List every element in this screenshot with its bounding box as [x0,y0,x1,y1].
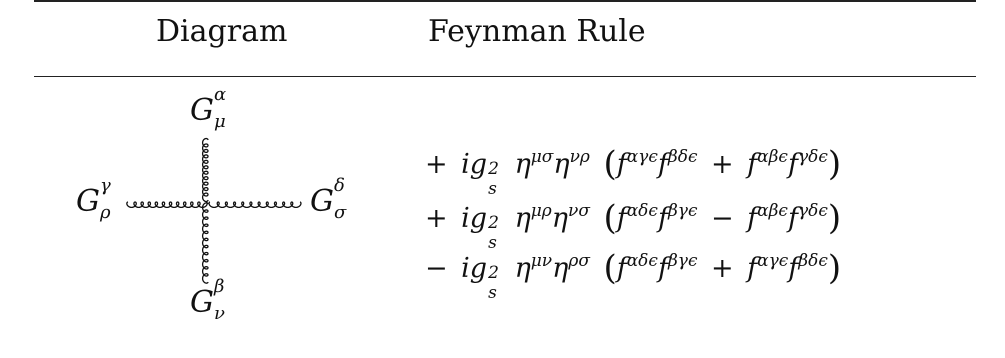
term-sign: − [425,253,448,284]
metric-eta: η [514,253,531,284]
coupling-g: g [469,203,488,234]
close-paren: ) [827,248,842,288]
metric-eta: η [514,149,531,180]
imaginary-unit: i [461,203,470,234]
f-indices: αδϵ [626,201,658,221]
open-paren: ( [603,144,617,184]
structure-constant: f [787,149,798,180]
table-mid-rule [34,76,976,77]
imaginary-unit: i [461,253,470,284]
header-feynman-rule: Feynman Rule [428,14,646,49]
structure-constant: f [616,203,627,234]
term-operator: + [710,253,734,284]
gluon-line-bottom [201,202,209,284]
f-indices: αβϵ [757,201,788,221]
coupling-subscript: s [488,179,497,199]
f-indices: βγϵ [667,201,698,221]
structure-constant: f [616,149,627,180]
f-indices: γδϵ [797,147,828,167]
term-operator: − [710,203,734,234]
eta-indices-2: νρ [569,147,590,167]
metric-eta: η [553,149,570,180]
close-paren: ) [827,144,842,184]
close-paren: ) [827,198,842,238]
f-indices: βγϵ [667,251,698,271]
table-top-rule [34,0,976,2]
structure-constant: f [747,203,758,234]
f-indices: αγϵ [757,251,789,271]
eta-indices-1: μν [530,251,553,271]
gluon-line-top [201,137,209,203]
metric-eta: η [552,253,569,284]
structure-constant: f [747,149,758,180]
f-indices: αβϵ [757,147,788,167]
eta-indices-2: νσ [567,201,590,221]
structure-constant: f [616,253,627,284]
structure-constant: f [787,203,798,234]
structure-constant: f [788,253,799,284]
structure-constant: f [657,253,668,284]
coupling-subscript: s [488,283,497,303]
metric-eta: η [551,203,568,234]
imaginary-unit: i [461,149,470,180]
coupling-power: 2 [488,213,499,233]
eta-indices-2: ρσ [568,251,590,271]
eta-indices-1: μσ [530,147,554,167]
structure-constant: f [657,149,668,180]
coupling-g: g [469,149,488,180]
header-diagram: Diagram [156,14,288,49]
coupling-subscript: s [488,233,497,253]
metric-eta: η [514,203,531,234]
f-indices: βδϵ [667,147,698,167]
open-paren: ( [603,248,617,288]
coupling-power: 2 [488,263,499,283]
f-indices: γδϵ [797,201,828,221]
f-indices: βδϵ [798,251,828,271]
term-sign: + [425,203,448,234]
structure-constant: f [657,203,668,234]
f-indices: αδϵ [626,251,658,271]
gluon-line-right [208,201,302,209]
coupling-power: 2 [488,159,499,179]
four-gluon-vertex-diagram [126,137,302,284]
f-indices: αγϵ [626,147,658,167]
coupling-g: g [469,253,488,284]
term-sign: + [425,149,448,180]
open-paren: ( [603,198,617,238]
gluon-line-left [126,201,208,209]
eta-indices-1: μρ [530,201,552,221]
term-operator: + [710,149,734,180]
structure-constant: f [747,253,758,284]
